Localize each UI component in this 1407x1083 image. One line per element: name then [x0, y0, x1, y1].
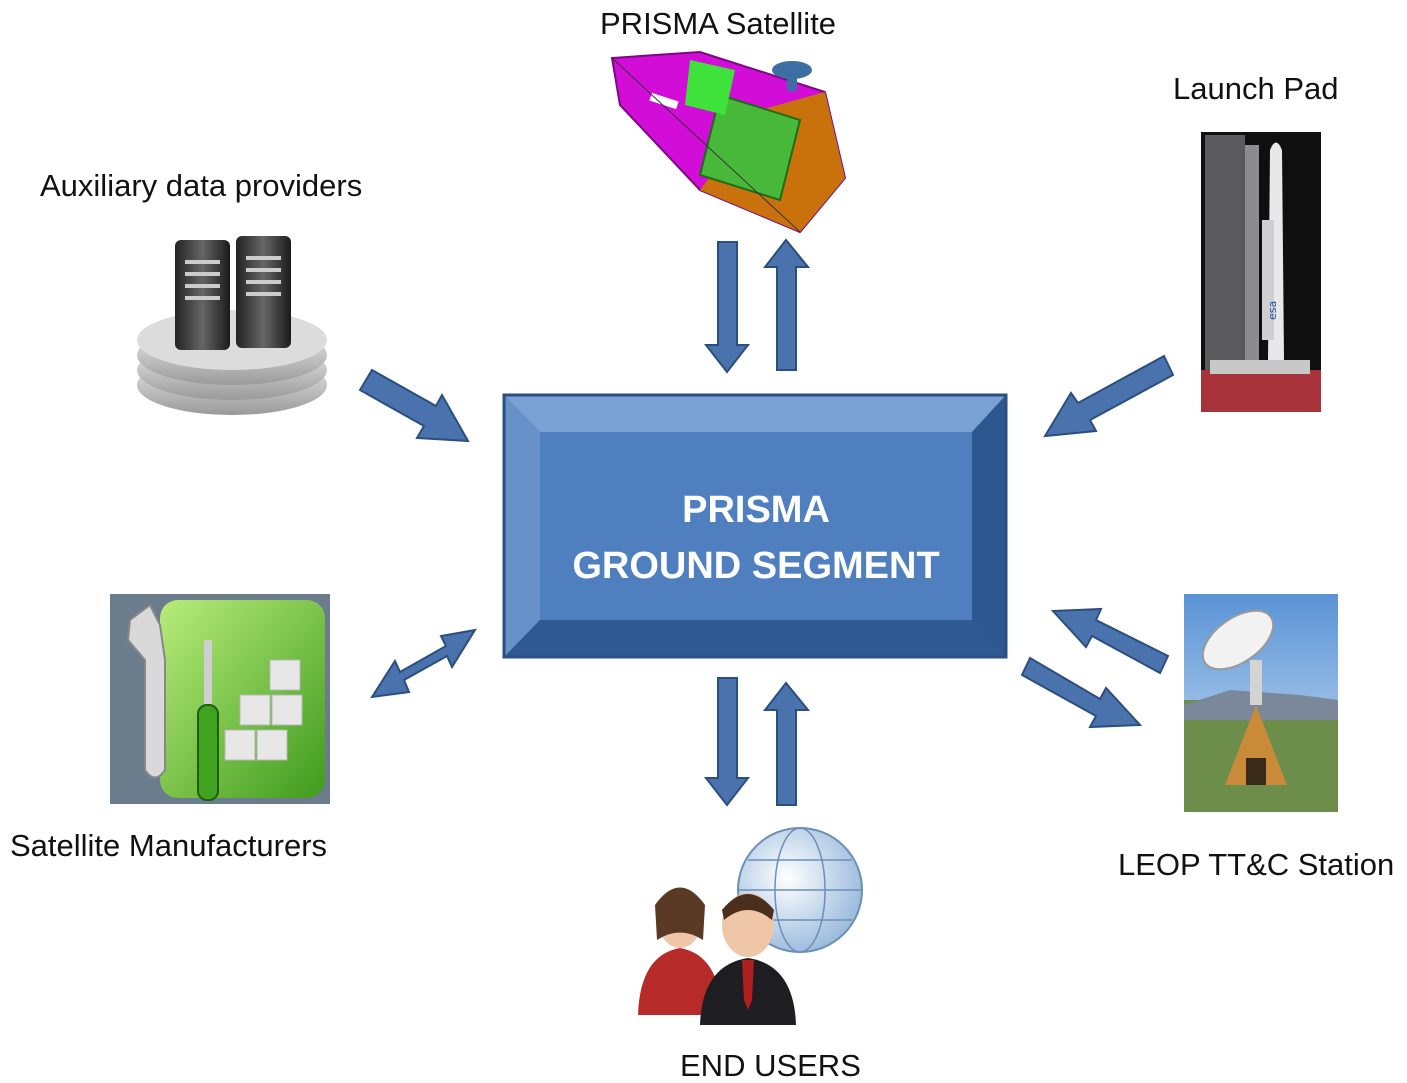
ground-segment-line1: PRISMA: [682, 489, 830, 531]
arrow-satellite-to-ground: [703, 241, 751, 374]
manufacturers-label: Satellite Manufacturers: [10, 828, 328, 863]
arrow-end-users-to-ground: [762, 681, 811, 806]
rocket-launch-pad-icon: esa: [1201, 132, 1321, 412]
arrow-leop-to-ground: [1050, 607, 1170, 675]
svg-text:esa: esa: [1266, 301, 1279, 320]
leop-station-label: LEOP TT&C Station: [1118, 847, 1395, 882]
satellite-label: PRISMA Satellite: [600, 6, 837, 41]
tools-icon: [110, 594, 330, 804]
end-users-label: END USERS: [680, 1048, 861, 1083]
satellite-icon: [610, 50, 847, 234]
arrow-ground-to-end-users: [703, 677, 751, 807]
launch-pad-label: Launch Pad: [1173, 71, 1339, 106]
arrow-manufacturers-ground: [369, 628, 478, 699]
arrow-ground-to-satellite: [762, 238, 811, 371]
users-globe-icon: [638, 827, 863, 1025]
ground-segment-line2: GROUND SEGMENT: [572, 545, 940, 587]
server-stack-icon: [137, 236, 327, 415]
ground-segment-box: [502, 393, 1008, 659]
ground-segment-title: PRISMA GROUND SEGMENT: [540, 482, 972, 594]
aux-data-label: Auxiliary data providers: [40, 168, 363, 203]
arrow-aux-to-ground: [358, 368, 470, 443]
arrow-launch-to-ground: [1043, 354, 1175, 438]
antenna-station-icon: [1184, 594, 1338, 812]
arrow-ground-to-leop: [1020, 656, 1143, 729]
